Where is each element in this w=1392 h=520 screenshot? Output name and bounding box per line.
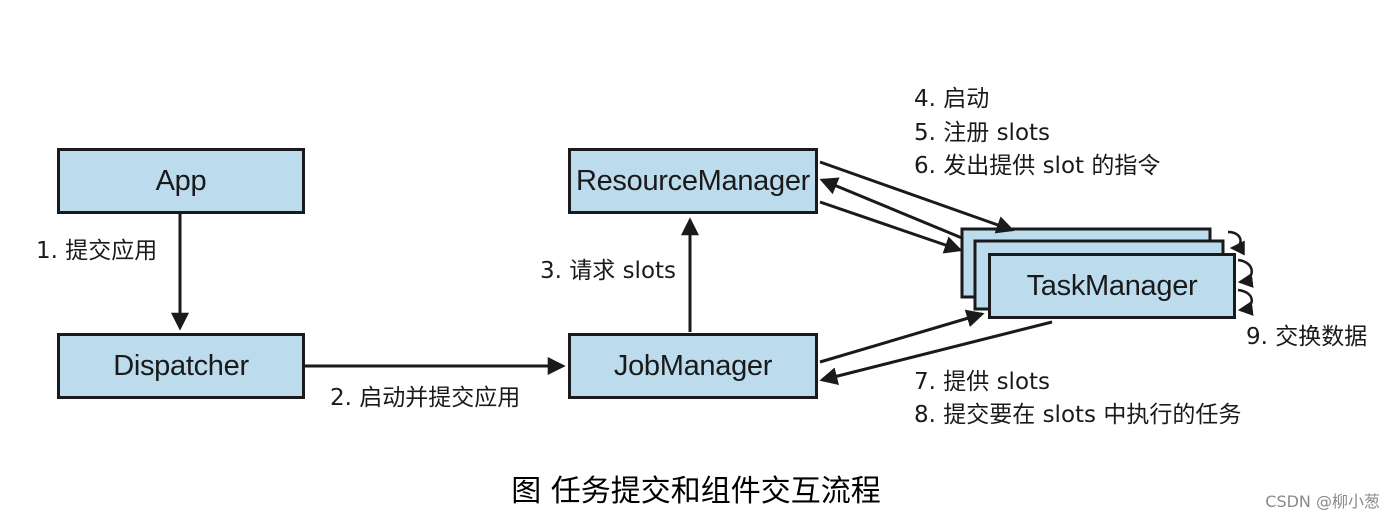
- arrow-rm-to-tm-offer: [819, 200, 963, 254]
- step-7-label: 7. 提供 slots: [914, 369, 1051, 395]
- job-manager-box: JobManager: [568, 333, 818, 399]
- step-8-label: 8. 提交要在 slots 中执行的任务: [914, 402, 1242, 428]
- arrow-tm-to-jm-slots: [819, 320, 1053, 385]
- csdn-watermark: CSDN @柳小葱: [1265, 492, 1380, 511]
- step-6-label: 6. 发出提供 slot 的指令: [914, 153, 1161, 179]
- step-4-label: 4. 启动: [914, 86, 990, 112]
- exchange-curl-1: [1227, 230, 1245, 256]
- dispatcher-box: Dispatcher: [57, 333, 305, 399]
- step-9-label: 9. 交换数据: [1246, 324, 1368, 350]
- exchange-curl-3: [1237, 288, 1254, 316]
- task-manager-box: TaskManager: [988, 253, 1236, 319]
- arrow-tm-to-rm-register: [819, 177, 963, 240]
- step-3-label: 3. 请求 slots: [540, 258, 677, 284]
- arrow-jm-to-tm-submit: [819, 309, 985, 364]
- app-box: App: [57, 148, 305, 214]
- step-2-label: 2. 启动并提交应用: [330, 385, 521, 411]
- exchange-curl-2: [1237, 258, 1254, 288]
- figure-caption: 图 任务提交和组件交互流程: [511, 474, 881, 509]
- step-5-label: 5. 注册 slots: [914, 120, 1051, 146]
- step-1-label: 1. 提交应用: [36, 238, 158, 264]
- resource-manager-box: ResourceManager: [568, 148, 818, 214]
- arrow-rm-to-tm-start: [819, 160, 1015, 234]
